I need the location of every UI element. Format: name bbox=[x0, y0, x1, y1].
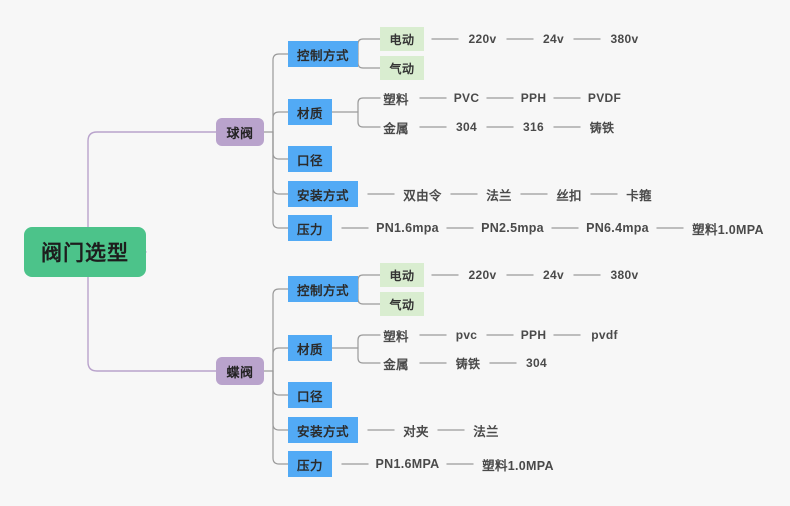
chain-item[interactable]: 法兰 bbox=[486, 188, 512, 203]
chain-item[interactable]: 304 bbox=[456, 120, 477, 134]
chain-item[interactable]: PN1.6MPA bbox=[375, 457, 440, 471]
chain-item[interactable]: PN6.4mpa bbox=[586, 221, 649, 235]
category-node-pressure-2[interactable]: 压力 bbox=[288, 451, 332, 477]
branch-node-butterfly-valve[interactable]: 蝶阀 bbox=[216, 357, 264, 385]
chain-item[interactable]: PN1.6mpa bbox=[376, 221, 439, 235]
leaf-node[interactable]: 电动 bbox=[380, 27, 424, 51]
chain-item[interactable]: 316 bbox=[523, 120, 544, 134]
chain-item[interactable]: PN2.5mpa bbox=[481, 221, 544, 235]
chain-item[interactable]: 304 bbox=[526, 356, 547, 370]
chain-item[interactable]: pvc bbox=[455, 328, 478, 342]
chain-item[interactable]: 卡箍 bbox=[626, 188, 652, 203]
chain-item[interactable]: 丝扣 bbox=[556, 188, 582, 203]
category-node-control-mode-2[interactable]: 控制方式 bbox=[288, 276, 358, 302]
chain-item[interactable]: PVC bbox=[453, 91, 480, 105]
category-node-pressure[interactable]: 压力 bbox=[288, 215, 332, 241]
leaf-node[interactable]: 塑料 bbox=[383, 329, 409, 344]
chain-item[interactable]: PVDF bbox=[587, 91, 622, 105]
chain-item[interactable]: 铸铁 bbox=[589, 120, 615, 135]
chain-item[interactable]: 双由令 bbox=[403, 188, 442, 203]
chain-item[interactable]: 380v bbox=[610, 32, 639, 46]
leaf-node[interactable]: 电动 bbox=[380, 263, 424, 287]
leaf-node[interactable]: 气动 bbox=[380, 292, 424, 316]
category-node-install-mode[interactable]: 安装方式 bbox=[288, 181, 358, 207]
root-node[interactable]: 阀门选型 bbox=[24, 227, 146, 277]
chain-item[interactable]: PPH bbox=[520, 91, 547, 105]
chain-item[interactable]: 对夹 bbox=[403, 424, 429, 439]
chain-item[interactable]: 220v bbox=[468, 268, 497, 282]
category-node-caliber-2[interactable]: 口径 bbox=[288, 382, 332, 408]
leaf-node[interactable]: 塑料 bbox=[383, 92, 409, 107]
category-node-material-2[interactable]: 材质 bbox=[288, 335, 332, 361]
category-node-material[interactable]: 材质 bbox=[288, 99, 332, 125]
chain-item[interactable]: 24v bbox=[543, 268, 564, 282]
leaf-node[interactable]: 气动 bbox=[380, 56, 424, 80]
leaf-node[interactable]: 金属 bbox=[383, 121, 409, 136]
chain-item[interactable]: pvdf bbox=[591, 328, 618, 342]
category-node-control-mode[interactable]: 控制方式 bbox=[288, 41, 358, 67]
chain-item[interactable]: 法兰 bbox=[473, 424, 499, 439]
category-node-install-mode-2[interactable]: 安装方式 bbox=[288, 417, 358, 443]
chain-item[interactable]: 24v bbox=[543, 32, 564, 46]
category-node-caliber[interactable]: 口径 bbox=[288, 146, 332, 172]
chain-item[interactable]: 塑料1.0MPA bbox=[482, 458, 554, 473]
chain-item[interactable]: 铸铁 bbox=[455, 356, 481, 371]
chain-item[interactable]: 220v bbox=[468, 32, 497, 46]
chain-item[interactable]: PPH bbox=[520, 328, 547, 342]
leaf-node[interactable]: 金属 bbox=[383, 357, 409, 372]
branch-node-ball-valve[interactable]: 球阀 bbox=[216, 118, 264, 146]
chain-item[interactable]: 380v bbox=[610, 268, 639, 282]
chain-item[interactable]: 塑料1.0MPA bbox=[692, 222, 764, 237]
